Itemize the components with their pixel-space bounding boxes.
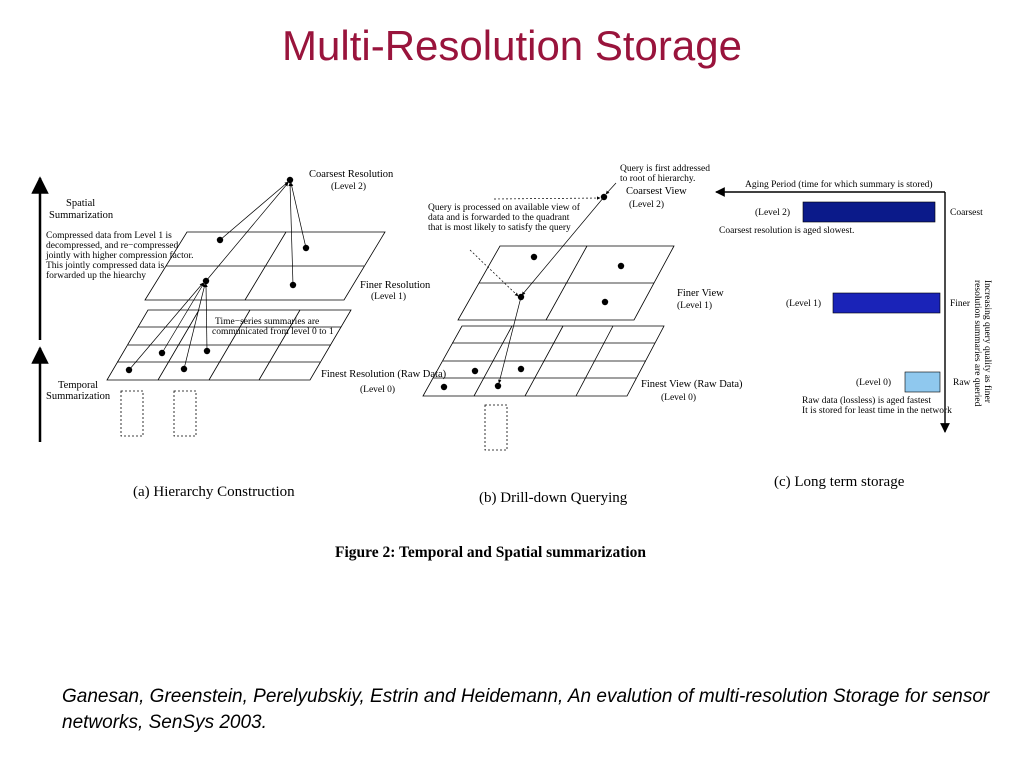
finest-view-level: (Level 0) [661,392,696,403]
coarsest-view-level: (Level 2) [629,199,664,210]
coarsest-resolution-label: Coarsest Resolution [309,169,394,180]
spatial-label-line1: Spatial [66,198,95,209]
panel-b-drill-down-querying: Query is first addressed to root of hier… [422,163,743,506]
root-note-line1: Query is first addressed [620,163,710,174]
panel-a-caption: (a) Hierarchy Construction [133,484,295,500]
finest-resolution-label: Finest Resolution (Raw Data) [321,369,447,380]
panel-a-hierarchy-construction: Spatial Summarization Temporal Summariza… [31,169,447,500]
finer-resolution-label: Finer Resolution [360,280,431,291]
level0-tier: Raw [953,378,971,388]
figure-caption: Figure 2: Temporal and Spatial summariza… [335,544,646,561]
panel-c-long-term-storage: Aging Period (time for which summary is … [715,179,993,490]
root-note-line2: to root of hierarchy. [620,173,695,184]
panel-b-caption: (b) Drill-down Querying [479,490,628,506]
level0-note-line2: It is stored for least time in the netwo… [802,405,952,416]
summarization-figure: Spatial Summarization Temporal Summariza… [31,163,993,561]
level1-tier: Finer [950,299,971,309]
timeseries-box-2 [173,390,197,437]
citation: Ganesan, Greenstein, Perelyubskiy, Estri… [62,686,990,733]
temporal-label-line2: Summarization [46,391,111,402]
level2-storage-bar [802,201,936,223]
level2-note: Coarsest resolution is aged slowest. [719,226,854,236]
level1-label: (Level 1) [786,298,821,309]
processed-note-line1: Query is processed on available view of [428,202,581,213]
level1-plane [144,231,386,301]
aging-period-label: Aging Period (time for which summary is … [745,179,933,190]
level1-storage-bar [832,292,941,314]
finest-view-plane [422,325,665,397]
slide-title: Multi-Resolution Storage [282,22,742,69]
finer-resolution-level: (Level 1) [371,291,406,302]
finest-view-label: Finest View (Raw Data) [641,379,743,390]
compress-note-line3: jointly with higher compression factor. [45,250,194,261]
level0-storage-bar [904,371,941,393]
compress-note-line5: forwarded up the hiearchy [46,270,146,281]
spatial-label-line2: Summarization [49,210,114,221]
coarsest-resolution-level: (Level 2) [331,181,366,192]
panel-c-caption: (c) Long term storage [774,474,905,490]
processed-note-line3: that is most likely to satisfy the query [428,222,571,233]
level2-label: (Level 2) [755,207,790,218]
temporal-label-line1: Temporal [58,380,98,391]
coarsest-view-label: Coarsest View [626,186,687,197]
level0-label: (Level 0) [856,377,891,388]
compress-note-line2: decompressed, and re−compressed [46,241,178,251]
finer-view-plane [457,245,675,321]
level0-plane [106,309,352,381]
finest-resolution-level: (Level 0) [360,384,395,395]
finer-view-level: (Level 1) [677,300,712,311]
level2-tier: Coarsest [950,208,983,218]
panel-a-arrows [128,181,307,371]
compress-note-line1: Compressed data from Level 1 is [46,230,172,241]
level0-note-line1: Raw data (lossless) is aged fastest [802,395,931,406]
processed-note-line2: data and is forwarded to the quadrant [428,212,570,223]
quality-label-line2: resolution summaries are queried [972,280,982,407]
timeseries-box-b [484,404,508,451]
panel-b-arrows [469,182,617,384]
compress-note-line4: This jointly compressed data is [46,261,165,271]
timeseries-box-1 [120,390,144,437]
quality-label-line1: Increasing query quality as finer [982,280,993,404]
timeseries-note-line1: Time−series summaries are [215,317,319,327]
panel-a-nodes [125,176,310,374]
finer-view-label: Finer View [677,288,724,299]
timeseries-note-line2: communicated from level 0 to 1 [212,326,334,337]
